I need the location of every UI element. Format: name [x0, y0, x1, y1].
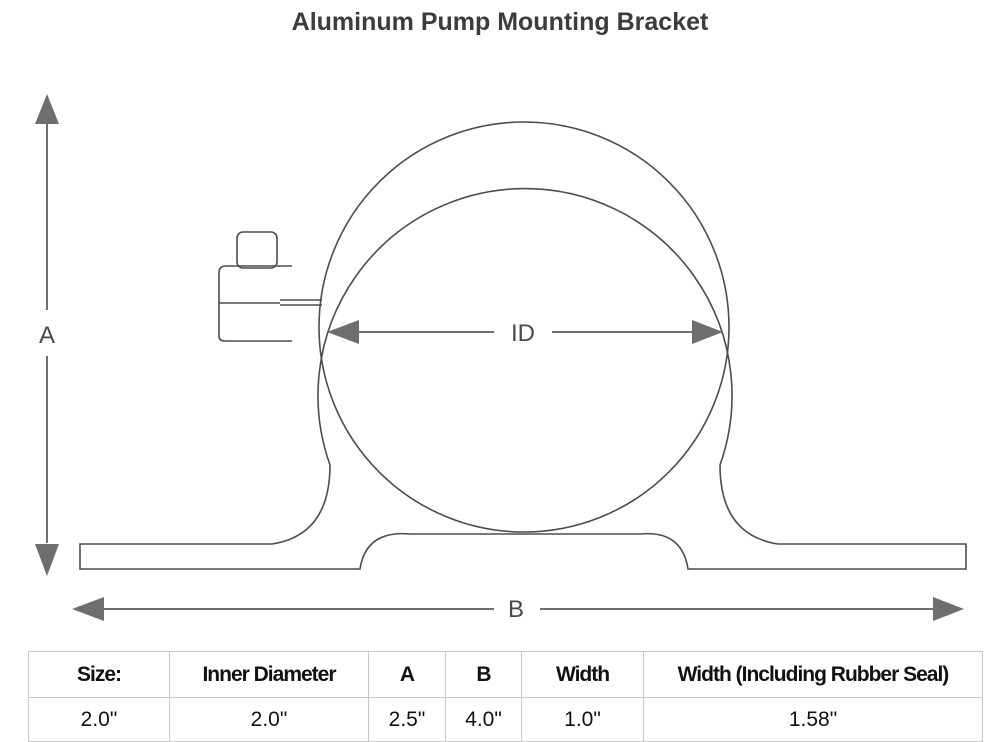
bracket-base-outline [79, 187, 967, 570]
value-width-with-seal: 1.58" [643, 697, 983, 742]
diagram-title: Aluminum Pump Mounting Bracket [291, 8, 709, 36]
dimension-id-label: ID [511, 320, 535, 347]
dimension-b-left-arrow [72, 597, 104, 621]
clamp-ear [218, 265, 292, 342]
header-width: Width [521, 651, 644, 698]
bracket-drawing: A B ID [35, 94, 967, 623]
spec-table-value-row: 2.0" 2.0" 2.5" 4.0" 1.0" 1.58" [28, 697, 983, 742]
header-a: A [368, 651, 446, 698]
dimension-b-label: B [508, 596, 524, 623]
dimension-a-top-arrow [35, 94, 59, 124]
dimension-a-line-lower [46, 356, 48, 543]
value-b: 4.0" [445, 697, 522, 742]
value-inner-diameter: 2.0" [169, 697, 369, 742]
dimension-id [327, 320, 723, 344]
value-size: 2.0" [28, 697, 170, 742]
dimension-b-line-right [540, 608, 933, 610]
dimension-b [72, 597, 964, 621]
header-width-with-seal: Width (Including Rubber Seal) [643, 651, 983, 698]
dimension-id-right-arrow [692, 320, 723, 344]
value-width: 1.0" [521, 697, 644, 742]
dimension-id-left-arrow [327, 320, 359, 344]
header-b: B [445, 651, 522, 698]
dimension-a-label: A [39, 322, 55, 349]
dimension-a-bottom-arrow [35, 544, 59, 576]
dimension-b-right-arrow [933, 597, 964, 621]
dimension-a [35, 94, 59, 576]
dimension-id-line-left [359, 331, 494, 333]
header-size: Size: [28, 651, 170, 698]
inner-ring [318, 121, 730, 533]
spec-table: Size: Inner Diameter A B Width Width (In… [28, 651, 983, 742]
dimension-a-line-upper [46, 124, 48, 310]
bolt-head [236, 231, 278, 269]
spec-table-header-row: Size: Inner Diameter A B Width Width (In… [28, 651, 983, 698]
dimension-b-line-left [104, 608, 494, 610]
dimension-id-line-right [552, 331, 692, 333]
header-inner-diameter: Inner Diameter [169, 651, 369, 698]
value-a: 2.5" [368, 697, 446, 742]
